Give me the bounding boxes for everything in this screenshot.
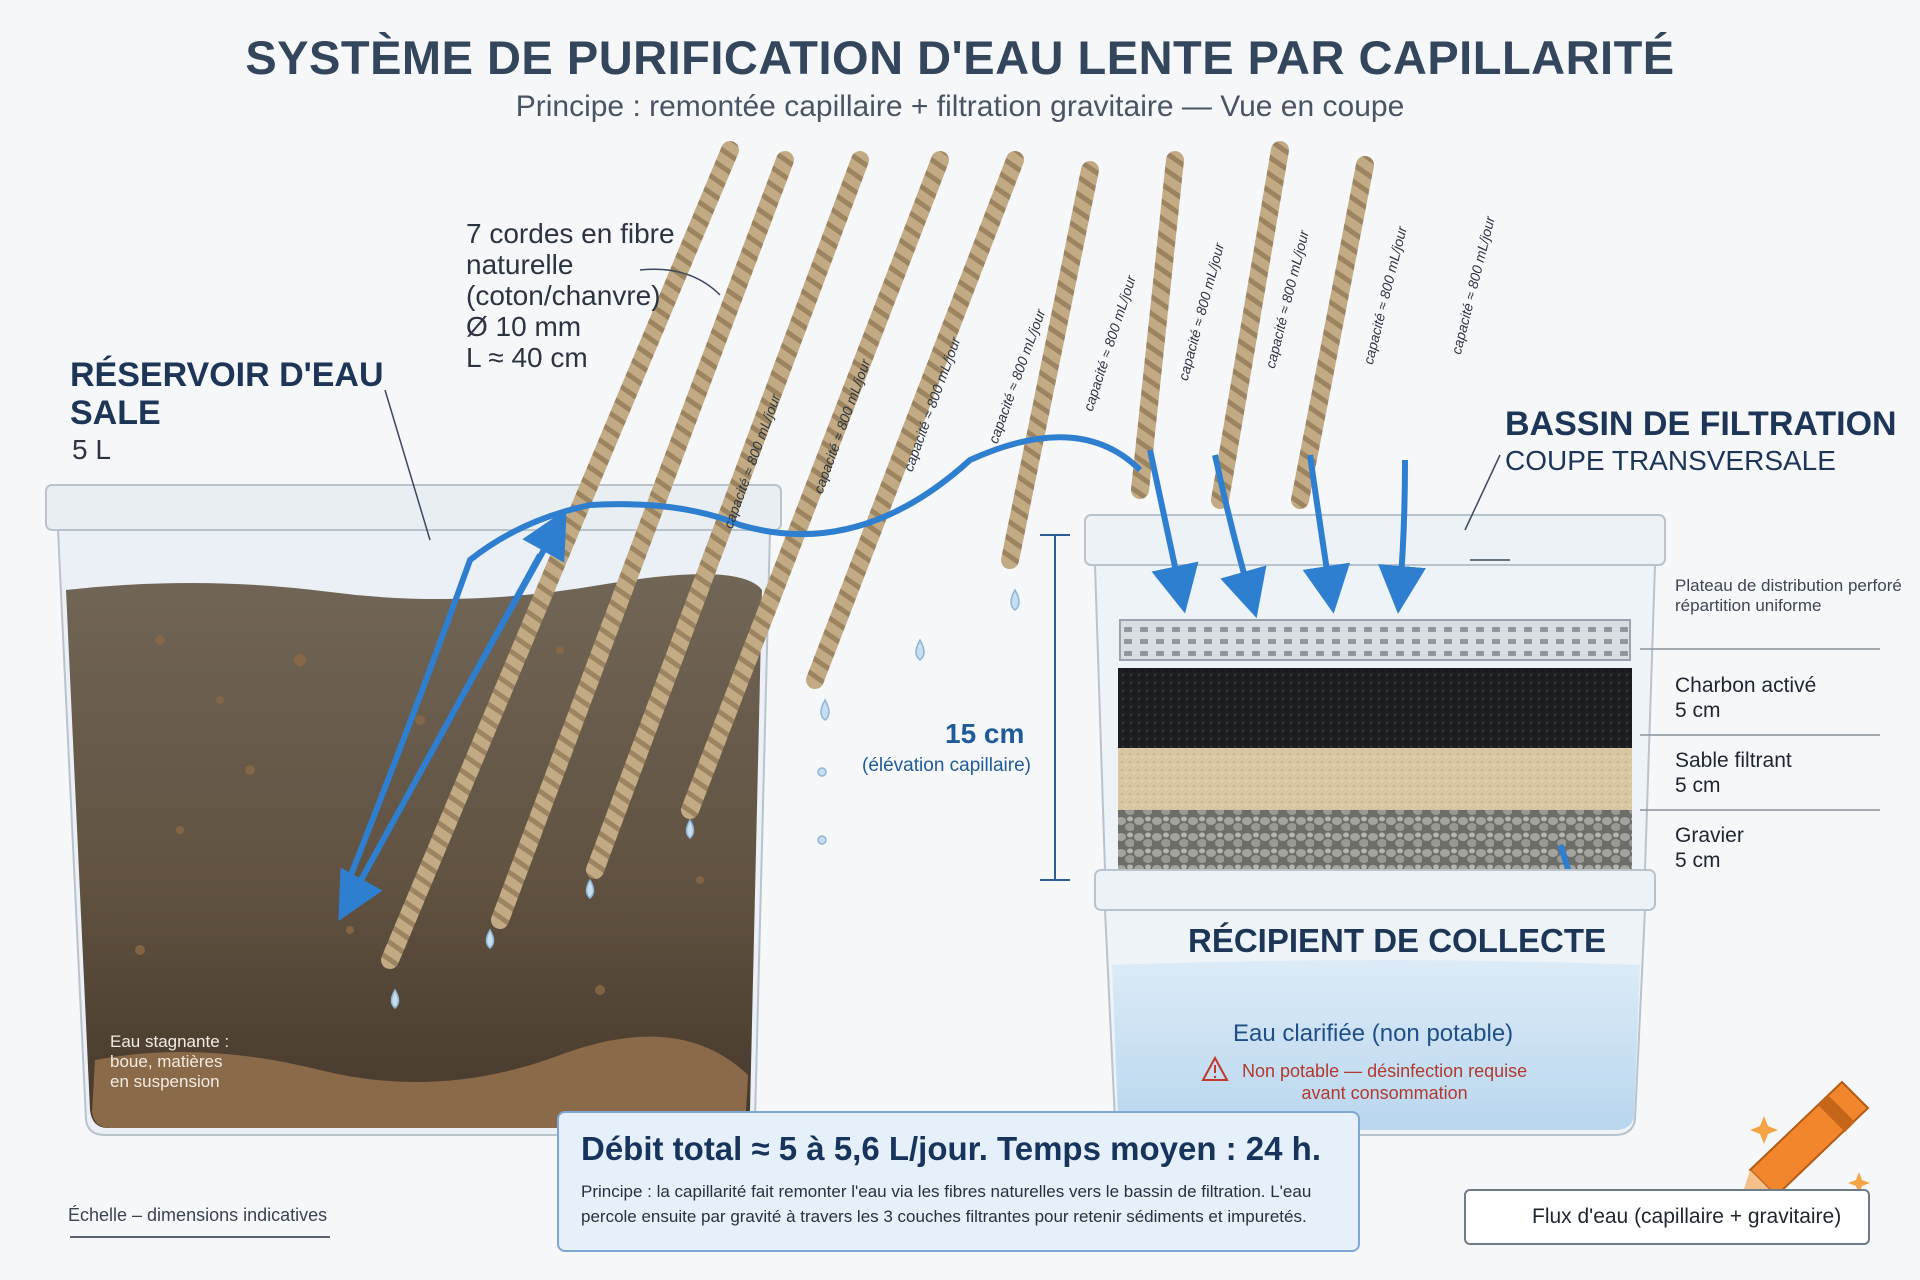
clear-water-label: Eau clarifiée (non potable) [1233,1020,1514,1047]
reservoir-note-line: Eau stagnante : [110,1032,230,1051]
perforated-plate [1119,619,1631,661]
layer-label-gravel: Gravier 5 cm [1675,823,1744,873]
reservoir-note-line: en suspension [110,1072,220,1091]
filtration-basin-container [1084,514,1666,880]
layer-leader-lines [1640,648,1880,811]
plate-label-line: répartition uniforme [1675,596,1822,615]
capillary-flow-line [342,434,1143,892]
summary-text: Principe : la capillarité fait remonter … [581,1179,1336,1229]
ropes-description-line: naturelle [466,249,574,280]
warning-triangle-icon [1201,1055,1229,1081]
reservoir-note-line: boue, matières [110,1052,223,1071]
ropes-description: 7 cordes en fibre naturelle (coton/chanv… [466,218,675,373]
reservoir-title-line: RÉSERVOIR D'EAU [70,356,384,394]
elevation-marker [1040,534,1070,881]
plate-label-line: Plateau de distribution perforé [1675,576,1902,595]
rope-2 [491,151,794,929]
sludge [92,1036,748,1128]
layer-label-charcoal: Charbon activé 5 cm [1675,673,1816,723]
summary-box: Débit total ≈ 5 à 5,6 L/jour. Temps moye… [557,1111,1360,1252]
reservoir-note: Eau stagnante : boue, matières en suspen… [110,1032,229,1092]
rope-7 [1131,151,1184,499]
water-drops [390,588,1020,1009]
summary-text-line: percole ensuite par gravité à travers le… [581,1207,1307,1226]
reservoir-volume: 5 L [72,434,111,465]
basin-subtitle: COUPE TRANSVERSALE [1505,445,1836,476]
plate-label: Plateau de distribution perforé répartit… [1675,576,1902,616]
ropes-description-line: L ≈ 40 cm [466,342,588,373]
dirty-water [66,574,762,1128]
layer-thickness: 5 cm [1675,774,1721,797]
rope-3 [586,151,869,879]
rope-8 [1211,141,1289,509]
layer-thickness: 5 cm [1675,699,1721,722]
ropes-description-line: Ø 10 mm [466,311,582,342]
legend-box: Flux d'eau (capillaire + gravitaire) [1464,1189,1870,1245]
page-subtitle: Principe : remontée capillaire + filtrat… [515,90,1405,123]
layer-charcoal [1118,668,1632,748]
layer-name: Gravier [1675,824,1744,847]
layer-name: Sable filtrant [1675,749,1792,772]
collection-container [1094,869,1656,1136]
rope-6 [1001,161,1099,569]
rope-9 [1291,156,1374,509]
up-flow-arrow [457,509,567,702]
layer-label-sand: Sable filtrant 5 cm [1675,748,1792,798]
warning-line: Non potable — désinfection requise [1242,1061,1528,1081]
layer-name: Charbon activé [1675,674,1817,697]
warning-line: avant consommation [1301,1083,1468,1103]
rope-5 [806,151,1024,689]
elevation-label: (élévation capillaire) [862,755,1031,776]
rope-4 [681,151,949,819]
legend-label: Flux d'eau (capillaire + gravitaire) [1532,1205,1842,1228]
basin-title: BASSIN DE FILTRATION [1505,405,1897,443]
elevation-value: 15 cm [945,718,1025,749]
scale-note: Échelle – dimensions indicatives [68,1205,328,1225]
layer-sand [1118,748,1632,810]
clear-water [1112,960,1640,1130]
warning-label: Non potable — désinfection requise avant… [1242,1060,1527,1104]
collection-title: RÉCIPIENT DE COLLECTE [1188,922,1607,959]
layer-gravel [1118,810,1632,880]
callout-lines [384,268,1510,561]
reservoir-title-line: SALE [70,394,161,432]
reservoir-title: RÉSERVOIR D'EAU SALE [70,356,384,432]
page-title: SYSTÈME DE PURIFICATION D'EAU LENTE PAR … [245,31,1675,84]
layer-thickness: 5 cm [1675,849,1721,872]
summary-text-line: Principe : la capillarité fait remonter … [581,1182,1312,1201]
ropes-description-line: 7 cordes en fibre [466,218,675,249]
summary-headline: Débit total ≈ 5 à 5,6 L/jour. Temps moye… [581,1130,1322,1167]
ropes-description-line: (coton/chanvre) [466,280,661,311]
